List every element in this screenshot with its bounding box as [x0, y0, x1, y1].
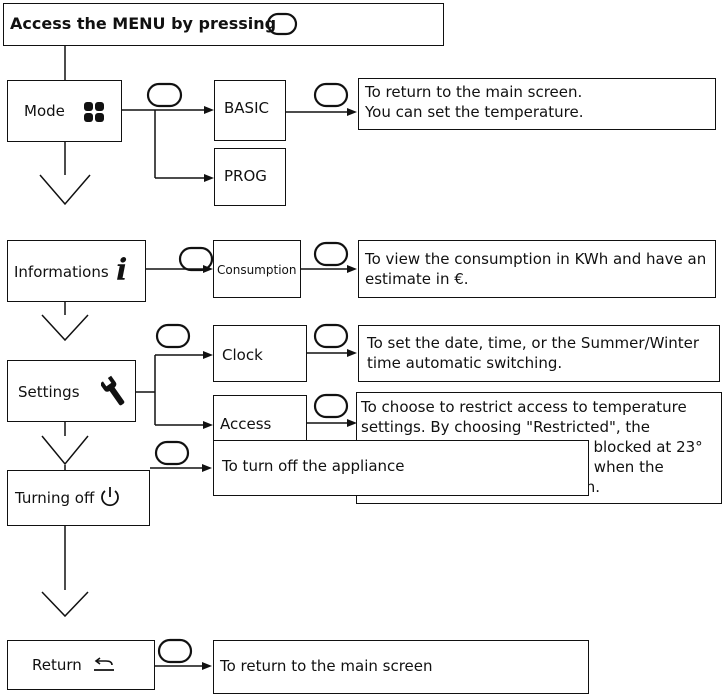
oval-button-icon: [157, 638, 193, 664]
prog-option-label: PROG: [224, 167, 267, 185]
arrowhead-icon: [204, 106, 214, 114]
return-description-box: To return to the main screen: [213, 640, 589, 694]
arrowhead-icon: [204, 174, 214, 182]
informations-box[interactable]: Informations i: [7, 240, 146, 302]
consumption-option-label: Consumption: [217, 263, 297, 277]
oval-button-icon: [178, 246, 214, 272]
turning-off-box[interactable]: Turning off: [7, 470, 150, 526]
turn-off-description: To turn off the appliance: [222, 457, 405, 475]
access-option-label: Access: [220, 415, 272, 433]
oval-button-icon: [313, 241, 349, 267]
oval-button-icon: [155, 323, 191, 349]
header-text: Access the MENU by pressing: [10, 14, 277, 33]
oval-button-icon: [313, 82, 349, 108]
info-i-icon: i: [116, 253, 128, 288]
clock-option-box[interactable]: Clock: [213, 325, 307, 382]
return-arrow-icon: [94, 657, 114, 671]
return-description: To return to the main screen: [220, 657, 433, 675]
turn-off-description-box: To turn off the appliance: [213, 440, 589, 496]
clock-option-label: Clock: [222, 346, 263, 364]
oval-button-icon: [266, 12, 298, 36]
mode-box[interactable]: Mode: [7, 80, 122, 142]
oval-button-icon: [313, 393, 349, 419]
arrowhead-icon: [347, 108, 357, 116]
arrowhead-icon: [202, 662, 212, 670]
arrowhead-icon: [347, 265, 357, 273]
arrowhead-icon: [203, 265, 213, 273]
clock-description: To set the date, time, or the Summer/Win…: [367, 334, 700, 372]
basic-description-line1: To return to the main screen.: [365, 83, 583, 101]
consumption-description-box: To view the consumption in KWh and have …: [358, 240, 716, 298]
mode-label: Mode: [24, 102, 65, 120]
arrowhead-icon: [203, 421, 213, 429]
down-chevron-icon: [41, 435, 89, 466]
header-box: Access the MENU by pressing: [3, 3, 444, 46]
wrench-icon: [101, 375, 125, 406]
oval-button-icon: [313, 323, 349, 349]
settings-box[interactable]: Settings: [7, 360, 136, 422]
down-chevron-icon: [41, 591, 89, 618]
return-label: Return: [32, 656, 82, 674]
oval-button-icon: [154, 440, 190, 466]
four-squares-icon: [84, 102, 104, 122]
informations-label: Informations: [14, 263, 109, 281]
basic-description-box: To return to the main screen. You can se…: [358, 78, 716, 130]
basic-option-label: BASIC: [224, 99, 269, 117]
arrowhead-icon: [347, 419, 357, 427]
arrowhead-icon: [203, 351, 213, 359]
settings-label: Settings: [18, 383, 80, 401]
turning-off-label: Turning off: [15, 489, 95, 507]
arrowhead-icon: [347, 349, 357, 357]
consumption-description: To view the consumption in KWh and have …: [365, 250, 707, 288]
arrowhead-icon: [202, 464, 212, 472]
consumption-option-box[interactable]: Consumption: [213, 240, 301, 298]
power-icon: [101, 487, 119, 507]
down-chevron-icon: [39, 174, 91, 206]
basic-option-box[interactable]: BASIC: [214, 80, 286, 141]
clock-description-box: To set the date, time, or the Summer/Win…: [358, 325, 720, 382]
oval-button-icon: [146, 82, 183, 108]
basic-description-line2: You can set the temperature.: [365, 103, 584, 121]
return-box[interactable]: Return: [7, 640, 155, 690]
down-chevron-icon: [41, 314, 89, 342]
prog-option-box[interactable]: PROG: [214, 148, 286, 206]
